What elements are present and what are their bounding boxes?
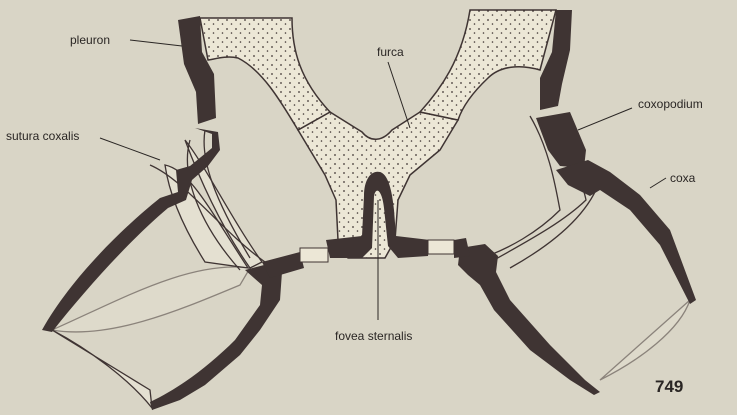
left-articulation xyxy=(300,248,328,262)
left-coxa xyxy=(52,130,265,408)
right-coxopodium xyxy=(536,112,586,168)
coxopodium-leader xyxy=(578,108,632,130)
left-membrane-joint xyxy=(262,252,304,278)
coxopodium-label: coxopodium xyxy=(638,97,703,111)
pleuron-leader xyxy=(130,40,182,46)
right-membrane-joint xyxy=(454,238,470,258)
right-coxa-lower-sclerite xyxy=(458,244,600,395)
pleuron-label: pleuron xyxy=(70,33,110,47)
fovea-sternalis-label: fovea sternalis xyxy=(335,329,412,343)
coxa-label: coxa xyxy=(670,171,696,185)
right-articulation xyxy=(428,240,454,254)
right-stippled-arm xyxy=(420,10,556,120)
sutura-coxalis-leader xyxy=(100,138,160,160)
furca-label: furca xyxy=(377,45,404,59)
figure-number: 749 xyxy=(655,377,683,396)
furca-leader xyxy=(388,62,410,128)
coxa-leader xyxy=(650,178,666,188)
sutura-coxalis-label: sutura coxalis xyxy=(6,129,79,143)
left-stippled-arm xyxy=(200,18,330,130)
